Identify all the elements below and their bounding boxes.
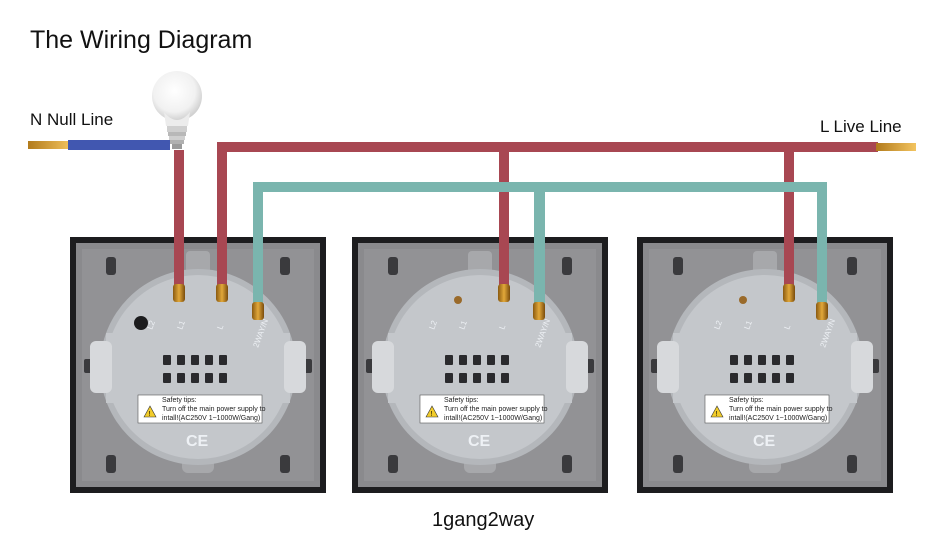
live-line-label: L Live Line xyxy=(820,117,902,136)
svg-text:intall!(AC250V 1~1000W/Gang): intall!(AC250V 1~1000W/Gang) xyxy=(729,415,827,422)
svg-text:intall!(AC250V 1~1000W/Gang): intall!(AC250V 1~1000W/Gang) xyxy=(162,415,260,422)
ce-mark-2: CE xyxy=(468,433,491,450)
diagram-title: The Wiring Diagram xyxy=(30,26,253,54)
light-bulb-icon xyxy=(152,71,202,149)
svg-text:L: L xyxy=(215,323,225,331)
safety-tips-3: Safety tips: Turn off the main power sup… xyxy=(729,397,833,422)
svg-text:L2: L2 xyxy=(427,319,439,331)
ce-mark-3: CE xyxy=(753,433,776,450)
svg-text:L: L xyxy=(497,323,507,331)
svg-text:Turn off the main power supply: Turn off the main power supply to xyxy=(444,406,548,413)
svg-text:Safety tips:: Safety tips: xyxy=(444,397,479,404)
traveler-wires xyxy=(253,182,827,315)
svg-text:Turn off the main power supply: Turn off the main power supply to xyxy=(162,406,266,413)
lamp-wire xyxy=(174,150,184,300)
diagram-caption: 1gang2way xyxy=(432,509,535,531)
svg-text:L: L xyxy=(782,323,792,331)
null-line-label: N Null Line xyxy=(30,110,114,129)
svg-text:Safety tips:: Safety tips: xyxy=(729,397,764,404)
safety-tips-2: Safety tips: Turn off the main power sup… xyxy=(444,397,548,422)
svg-text:Safety tips:: Safety tips: xyxy=(162,397,197,404)
null-line-wire xyxy=(28,140,170,150)
terminal-screws xyxy=(173,284,828,320)
safety-tips-1: Safety tips: Turn off the main power sup… xyxy=(162,397,266,422)
svg-text:L1: L1 xyxy=(457,319,469,331)
svg-text:L1: L1 xyxy=(742,319,754,331)
svg-text:L1: L1 xyxy=(175,319,187,331)
live-line-wire xyxy=(217,142,916,300)
ce-mark-1: CE xyxy=(186,433,209,450)
svg-text:Turn off the main power supply: Turn off the main power supply to xyxy=(729,406,833,413)
svg-text:L2: L2 xyxy=(712,319,724,331)
svg-text:intall!(AC250V 1~1000W/Gang): intall!(AC250V 1~1000W/Gang) xyxy=(444,415,542,422)
svg-text:L2: L2 xyxy=(145,319,157,331)
